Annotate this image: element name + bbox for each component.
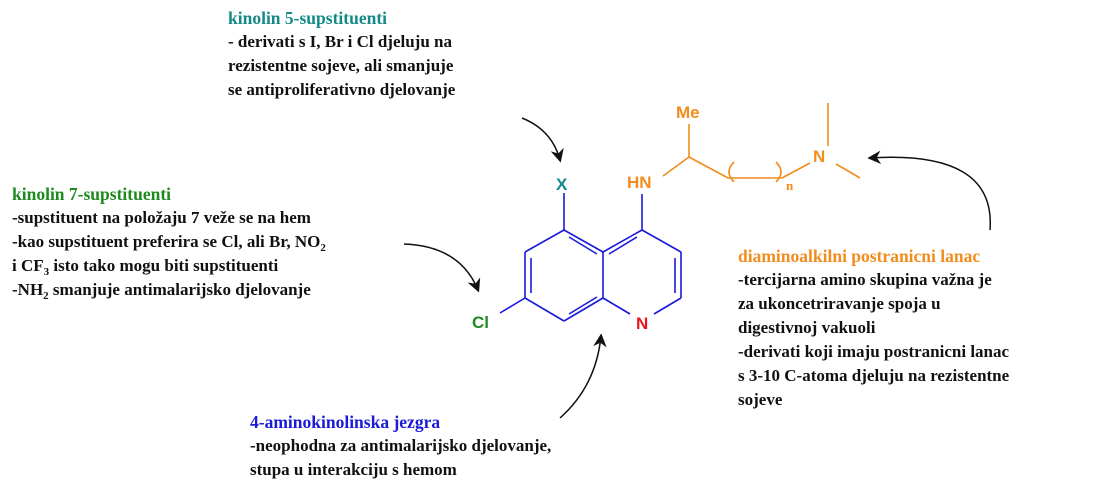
- atom-cl: Cl: [472, 313, 489, 332]
- atom-me: Me: [676, 103, 700, 122]
- double-bond: [608, 236, 638, 255]
- bond: [524, 229, 565, 253]
- note-side-line: -tercijarna amino skupina važna je: [738, 270, 992, 289]
- pointer-arrows: [403, 117, 991, 419]
- atom-n-amine: N: [813, 147, 825, 166]
- bond-c7-cl: [499, 297, 526, 314]
- bond: [835, 163, 861, 179]
- note-side-title: diaminoalkilni postranicni lanac: [738, 246, 981, 266]
- note-core-title: 4-aminokinolinska jezgra: [250, 412, 441, 432]
- bond: [781, 162, 811, 179]
- repeat-bracket-left: [728, 161, 735, 183]
- subscript: 2: [43, 290, 49, 302]
- atom-hn: HN: [627, 173, 652, 192]
- note-7-text: i CF: [12, 256, 44, 275]
- bond: [524, 297, 565, 322]
- repeat-bracket-right: [775, 161, 782, 183]
- arrow-to-core: [559, 333, 607, 419]
- note-aminoquinoline-core: 4-aminokinolinska jezgra -neophodna za a…: [250, 410, 551, 482]
- note-5-line: rezistentne sojeve, ali smanjuje: [228, 56, 454, 75]
- note-7-text: smanjuje antimalarijsko djelovanje: [48, 280, 311, 299]
- bond: [563, 229, 604, 253]
- note-5-title: kinolin 5-supstituenti: [228, 8, 388, 28]
- note-quinoline-7-substituents: kinolin 7-supstituenti -supstituent na p…: [12, 182, 326, 302]
- note-side-line: za ukoncetriravanje spoja u: [738, 294, 941, 313]
- note-7-line: i CF3 isto tako mogu biti supstituenti: [12, 254, 326, 278]
- repeat-subscript-n: n: [786, 178, 794, 193]
- note-5-line: se antiproliferativno djelovanje: [228, 80, 456, 99]
- subscript: 2: [320, 242, 326, 254]
- note-side-line: -derivati koji imaju postranicni lanac: [738, 342, 1010, 361]
- note-7-line: -supstituent na položaju 7 veže se na he…: [12, 208, 311, 227]
- bond: [653, 297, 682, 315]
- bond: [563, 297, 604, 322]
- note-core-line: stupa u interakciju s hemom: [250, 460, 457, 479]
- note-7-line: -NH2 smanjuje antimalarijsko djelovanje: [12, 278, 326, 302]
- bond: [602, 229, 643, 253]
- arrow-to-x: [521, 117, 564, 163]
- subscript: 3: [43, 266, 50, 278]
- bond: [688, 156, 729, 179]
- note-diaminoalkyl-side-chain: diaminoalkilni postranicni lanac -tercij…: [738, 244, 1009, 412]
- bond: [641, 229, 682, 253]
- double-bond: [568, 296, 598, 315]
- note-quinoline-5-substituents: kinolin 5-supstituenti - derivati s I, B…: [228, 6, 455, 102]
- atom-x: X: [556, 175, 568, 194]
- quinoline-core: [499, 193, 682, 322]
- note-7-title: kinolin 7-supstituenti: [12, 184, 172, 204]
- note-side-line: digestivnoj vakuoli: [738, 318, 876, 337]
- side-chain: [662, 103, 861, 183]
- arrow-to-amine: [867, 150, 991, 231]
- note-side-line: sojeve: [738, 390, 783, 409]
- note-7-text: -NH: [12, 280, 44, 299]
- arrow-to-cl: [403, 243, 481, 293]
- note-5-line: - derivati s I, Br i Cl djeluju na: [228, 32, 453, 51]
- note-side-line: s 3-10 C-atoma djeluju na rezistentne: [738, 366, 1010, 385]
- bond: [662, 156, 690, 177]
- atom-n-ring: N: [636, 314, 648, 333]
- note-7-text: isto tako mogu biti supstituenti: [49, 256, 279, 275]
- note-7-line: -kao supstituent preferira se Cl, ali Br…: [12, 230, 326, 254]
- note-core-line: -neophodna za antimalarijsko djelovanje,: [250, 436, 552, 455]
- bond: [602, 297, 631, 315]
- double-bond: [568, 236, 598, 255]
- note-7-text: -kao supstituent preferira se Cl, ali Br…: [12, 232, 321, 251]
